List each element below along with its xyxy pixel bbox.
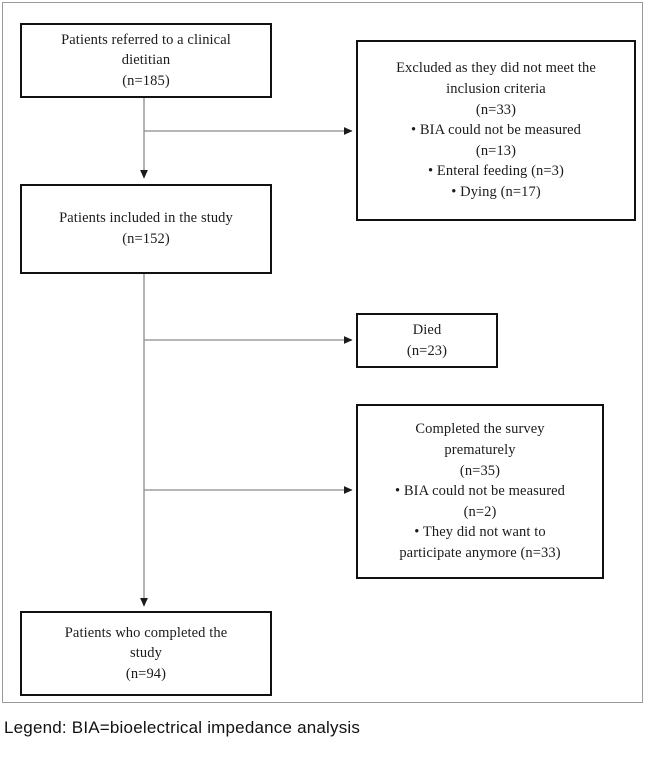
node-died-text: Died (n=23): [406, 321, 448, 359]
node-patients-completed-study-text: Patients who completed the study (n=94): [64, 624, 228, 682]
node-died: Died (n=23): [356, 313, 498, 368]
node-excluded: Excluded as they did not meet the inclus…: [356, 40, 636, 221]
node-patients-completed-study: Patients who completed the study (n=94): [20, 611, 272, 696]
node-patients-included-text: Patients included in the study (n=152): [59, 210, 233, 247]
node-completed-survey-prematurely-text: Completed the survey prematurely (n=35) …: [394, 421, 566, 561]
node-patients-included: Patients included in the study (n=152): [20, 184, 272, 274]
node-excluded-text: Excluded as they did not meet the inclus…: [396, 60, 596, 200]
node-patients-referred: Patients referred to a clinical dietitia…: [20, 23, 272, 98]
node-patients-referred-text: Patients referred to a clinical dietitia…: [61, 31, 231, 89]
figure-legend: Legend: BIA=bioelectrical impedance anal…: [4, 718, 361, 737]
node-completed-survey-prematurely: Completed the survey prematurely (n=35) …: [356, 404, 604, 579]
